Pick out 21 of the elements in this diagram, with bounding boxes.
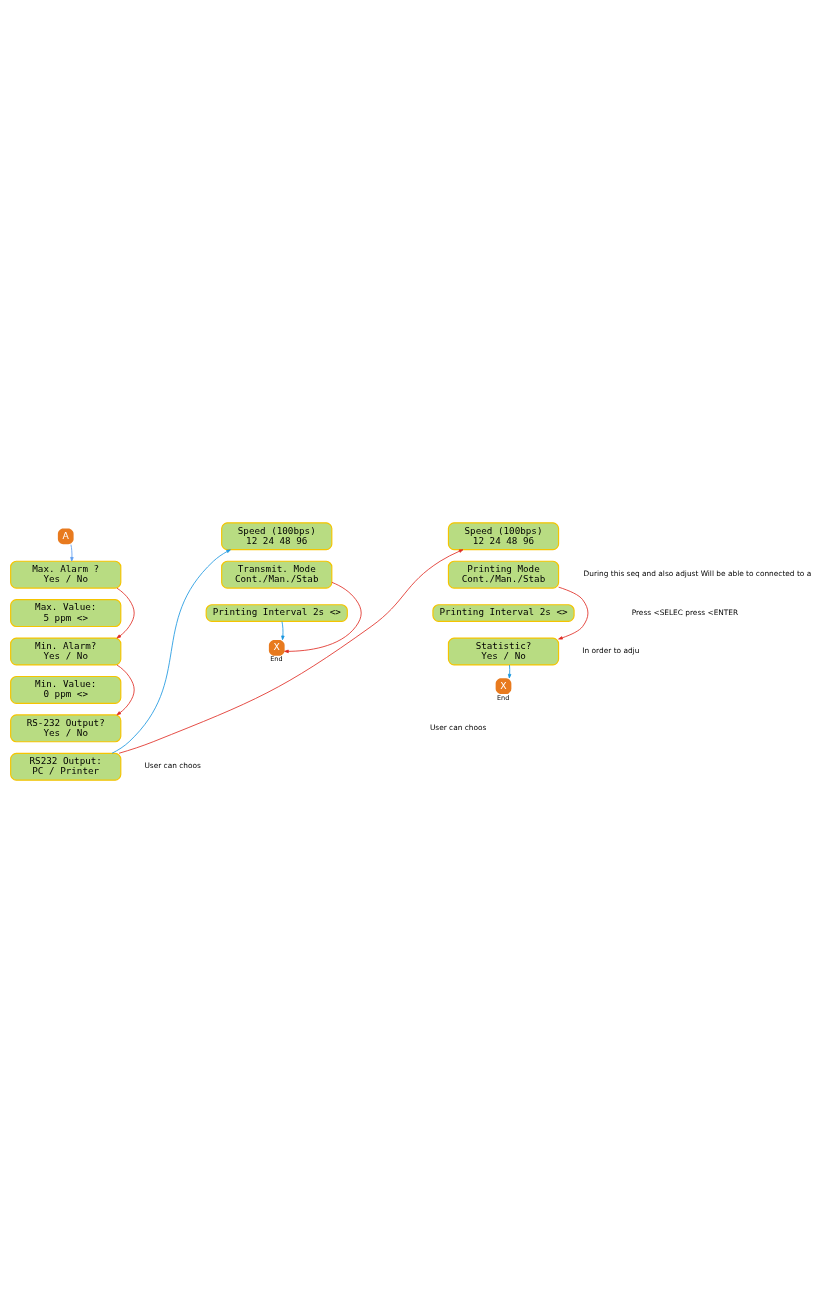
node-box: Printing Interval 2s <> [432,604,575,622]
node-box: Min. Value: 0 ppm <> [10,675,122,704]
node-box: RS232 Output: PC / Printer [10,752,122,781]
node-box: Speed (100bps) 12 24 48 96 [221,522,333,551]
node-box: Printing Interval 2s <> [205,604,348,622]
node-box: Statistic? Yes / No [447,637,560,666]
node-box: Max. Alarm ? Yes / No [10,560,122,589]
node-box: Max. Value: 5 ppm <> [10,599,122,628]
arrow [284,581,362,654]
arrow [558,586,589,640]
arrow [70,544,74,562]
node-box: Min. Alarm? Yes / No [10,637,122,666]
arrow [116,587,135,639]
arrow [116,664,135,716]
arrow [507,664,512,679]
arrow [111,549,231,754]
node-box: Transmit. Mode Cont./Man./Stab [221,560,333,589]
node-box: Printing Mode Cont./Man./Stab [447,560,560,589]
arrow [118,549,464,754]
node-box: RS-232 Output? Yes / No [10,714,122,743]
arrow [281,621,285,641]
